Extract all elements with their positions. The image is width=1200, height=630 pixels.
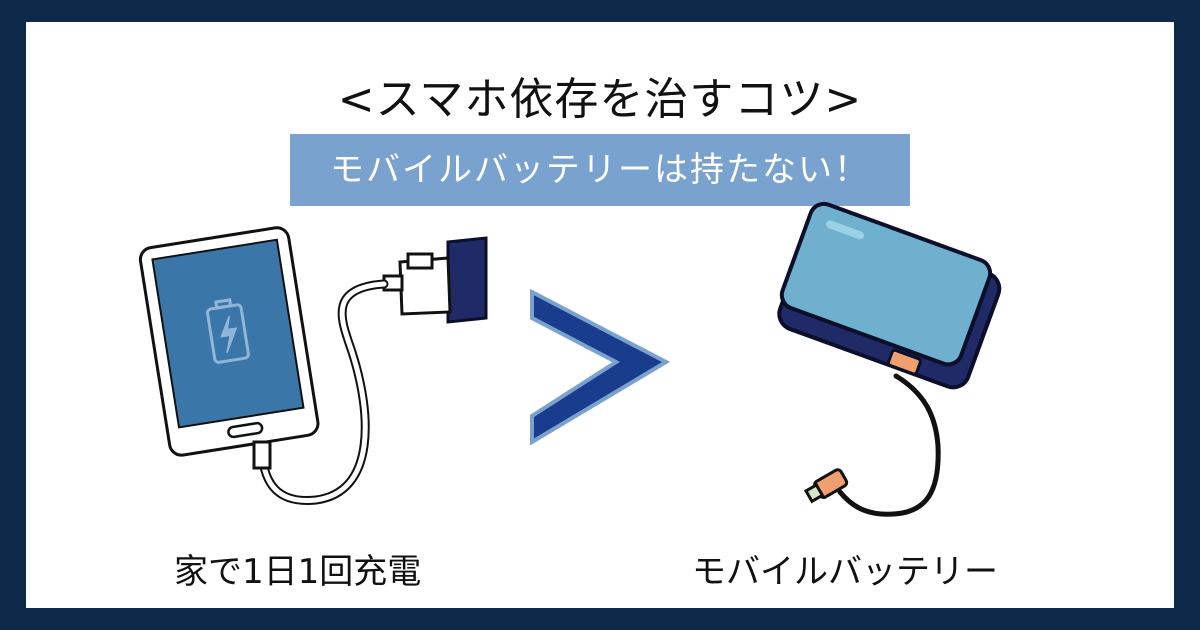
left-caption: 家で1日1回充電: [174, 552, 422, 592]
mobile-battery-icon: [777, 201, 1002, 517]
usb-plug-icon: [803, 468, 849, 504]
tablet-icon: [138, 226, 320, 457]
charger-plug-icon: [382, 252, 452, 316]
banner: モバイルバッテリーは持たない！: [290, 134, 910, 206]
wall-socket-icon: [446, 236, 488, 324]
card: <スマホ依存を治すコツ> モバイルバッテリーは持たない！: [26, 22, 1174, 608]
greater-than-icon: [530, 288, 671, 446]
tablet-charging-icon: [138, 226, 488, 505]
page-title: <スマホ依存を治すコツ>: [337, 74, 863, 125]
battery-cable: [837, 373, 941, 517]
right-caption: モバイルバッテリー: [692, 552, 998, 592]
battery-charging-icon: [206, 298, 250, 364]
illustrations: [138, 201, 1002, 517]
